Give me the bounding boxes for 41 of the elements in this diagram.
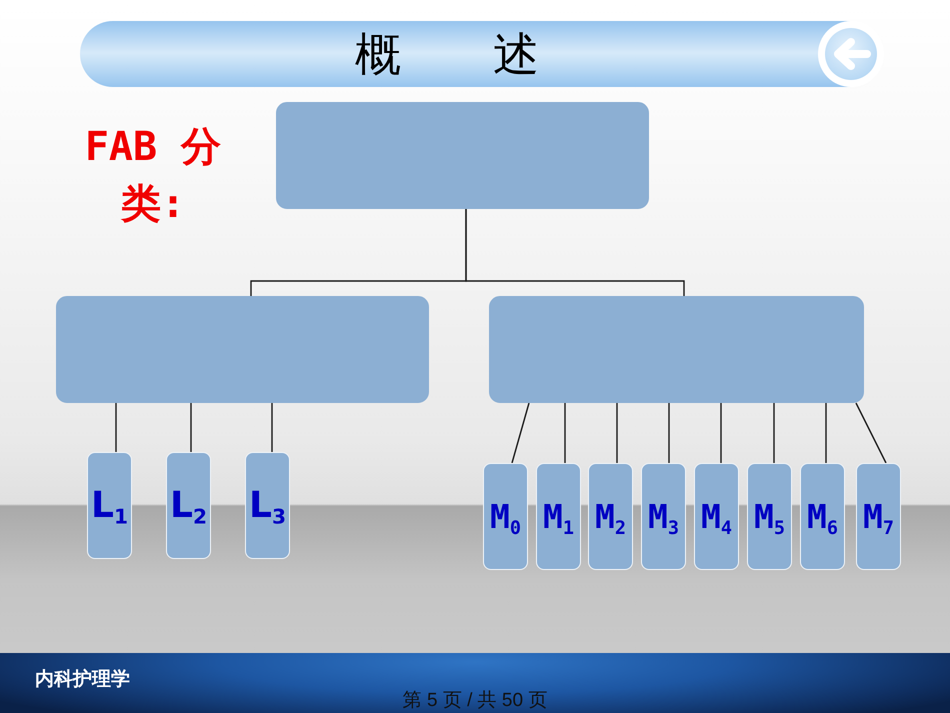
- slide-title: 概 述: [355, 27, 539, 81]
- subtype-label: M$_{3}$: [648, 500, 679, 533]
- connector-line: [564, 403, 566, 463]
- page-number: 第 5 页 / 共 50 页: [402, 689, 548, 712]
- connector-line: [668, 403, 670, 463]
- connector-line: [855, 402, 887, 464]
- subtype-box: [87, 452, 132, 559]
- subtype-box: [483, 463, 528, 570]
- connector-line: [511, 402, 530, 464]
- subtype-label: M$_{2}$: [595, 500, 626, 533]
- subtype-box: [245, 452, 290, 559]
- connector-line: [271, 403, 273, 452]
- subtype-box: [588, 463, 633, 570]
- subtype-box: [166, 452, 211, 559]
- heading-label: FAB 分类:: [84, 123, 222, 229]
- connector-line: [773, 403, 775, 463]
- subtype-box: [856, 463, 901, 570]
- subtype-box: [641, 463, 686, 570]
- subtype-label: M$_{7}$: [863, 500, 894, 533]
- connector-line: [190, 403, 192, 452]
- subtype-box: [747, 463, 792, 570]
- connector-line: [465, 209, 685, 296]
- connector-line: [720, 403, 722, 463]
- course-name: 内科护理学: [35, 667, 130, 691]
- connector-line: [616, 403, 618, 463]
- subtype-box: [800, 463, 845, 570]
- subtype-box: [536, 463, 581, 570]
- subtype-label: M$_{4}$: [701, 500, 732, 533]
- subtype-label: L$_{1}$: [91, 488, 128, 524]
- subtype-label: M$_{5}$: [754, 500, 785, 533]
- subtype-label: M$_{6}$: [807, 500, 838, 533]
- subtype-label: L$_{2}$: [170, 488, 207, 524]
- empty-box: [56, 296, 429, 403]
- empty-box: [489, 296, 864, 403]
- connector-line: [825, 403, 827, 463]
- subtype-label: M$_{1}$: [543, 500, 574, 533]
- connector-line: [115, 403, 117, 452]
- subtype-label: M$_{0}$: [490, 500, 521, 533]
- empty-box: [276, 102, 649, 209]
- subtype-label: L$_{3}$: [249, 488, 286, 524]
- subtype-box: [694, 463, 739, 570]
